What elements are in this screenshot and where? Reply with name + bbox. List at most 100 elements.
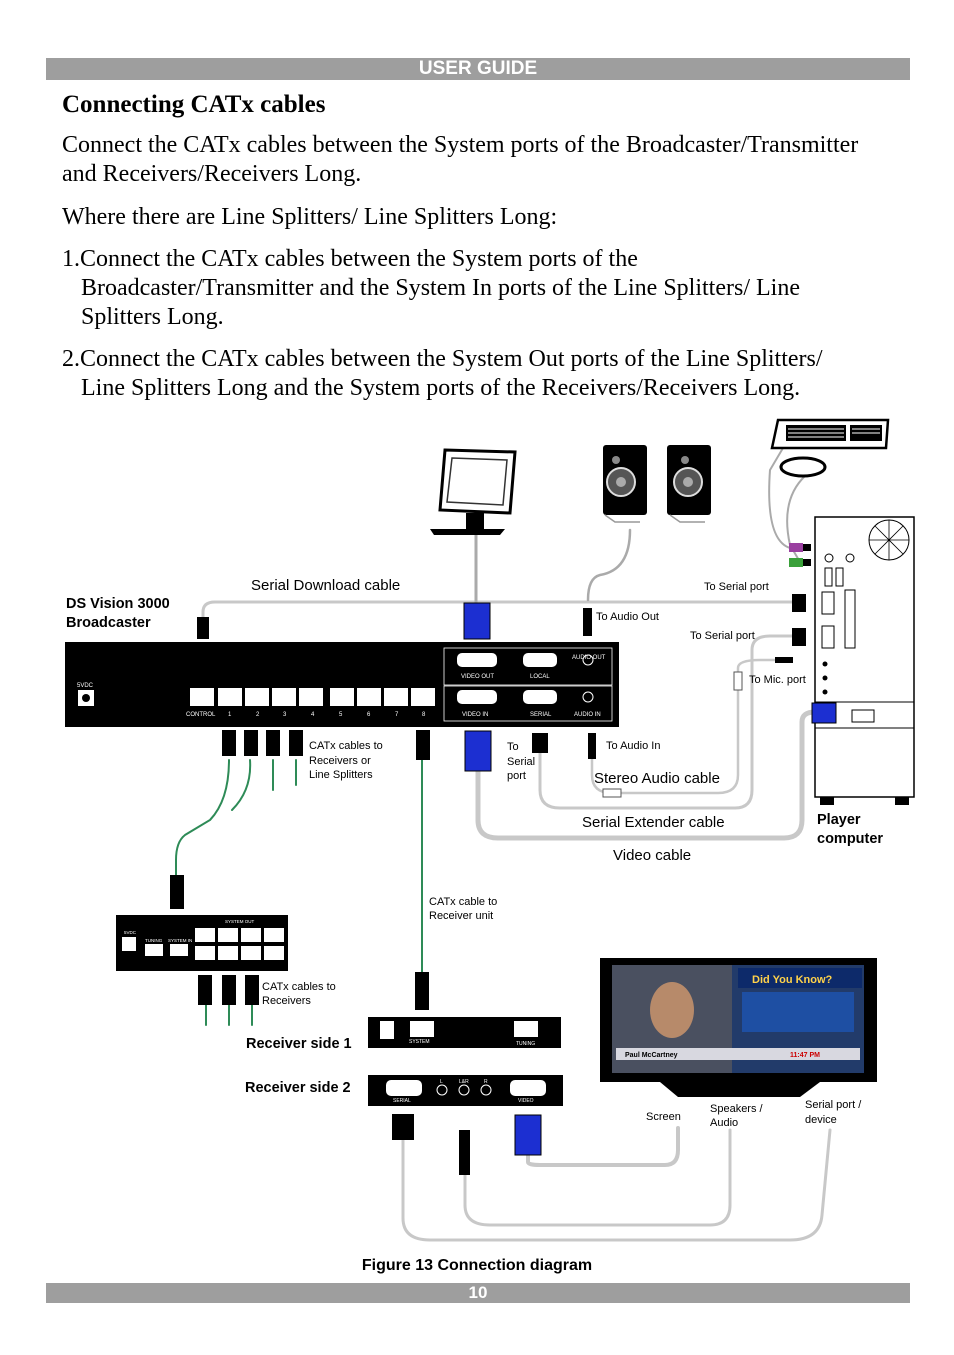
header-title: USER GUIDE: [418, 58, 538, 79]
tv-name: Paul McCartney: [625, 1052, 678, 1059]
label-audio-out: AUDIO OUT: [572, 655, 606, 661]
audio-plug-icon: [459, 1130, 470, 1175]
serial-download-label: Serial Download cable: [251, 577, 400, 594]
to-audio-out-label: To Audio Out: [596, 611, 659, 623]
receiver-side-1-unit: SYSTEM TUNING: [368, 1017, 561, 1048]
serial-download-plug: [197, 617, 209, 639]
catx-cable: [231, 759, 252, 811]
catx-cables-label: Receivers or: [309, 755, 371, 767]
vga-plug-icon: [514, 1114, 542, 1156]
serial-device-cable: [401, 1128, 832, 1242]
catx-port-row: [218, 688, 435, 706]
receiver-side-2-label: Receiver side 2: [245, 1080, 351, 1096]
keyboard-cable: [768, 447, 791, 549]
broadcaster-label: Broadcaster: [66, 615, 151, 631]
label-tuning: TUNING: [145, 938, 163, 943]
tv-screen-icon: Did You Know? Paul McCartney 11:47 PM: [600, 958, 877, 1097]
speakers-label: Speakers /: [710, 1103, 764, 1115]
receiver-side-1-label: Receiver side 1: [246, 1036, 352, 1052]
connectors: [170, 602, 743, 1175]
catx-to-receivers-label: Receivers: [262, 995, 311, 1007]
label-system: SYSTEM: [409, 1039, 430, 1045]
port-number: 6: [367, 712, 371, 718]
serial-extender-cable: [538, 634, 794, 810]
label-video-in: VIDEO IN: [462, 712, 488, 718]
label-video-out: VIDEO OUT: [461, 674, 494, 680]
catx-receiver-unit-label: Receiver unit: [429, 910, 493, 922]
speaker-cable: [586, 528, 632, 602]
vga-plug-icon: [463, 602, 491, 640]
footer-bar: 10: [46, 1283, 910, 1303]
label-video: VIDEO: [518, 1098, 534, 1104]
label-serial: SERIAL: [530, 712, 552, 718]
catx-plug-icon: [222, 730, 236, 756]
broadcaster-label: DS Vision 3000: [66, 596, 170, 612]
catx-plug-icon: [416, 730, 430, 760]
label-system-in: SYSTEM IN: [168, 938, 192, 943]
serial-extender-label: Serial Extender cable: [582, 814, 725, 831]
audio-plug-icon: [588, 733, 596, 759]
label-serial: SERIAL: [393, 1098, 411, 1104]
label-control: CONTROL: [186, 712, 216, 718]
to-serial-label: port: [507, 770, 526, 782]
serial-device-label: Serial port /: [805, 1099, 862, 1111]
to-mic-port-label: To Mic. port: [749, 674, 806, 686]
page-number: 10: [468, 1283, 488, 1302]
audio-coupler-icon: [602, 788, 622, 798]
speakers-icon: [603, 445, 711, 523]
speakers-label: Audio: [710, 1117, 738, 1129]
audio-plug-icon: [583, 608, 592, 636]
catx-cables-label: Line Splitters: [309, 769, 373, 781]
broadcaster-unit: 5VDC CONTROL 1 2 3 4 5 6 7 8 VIDEO OUT L…: [65, 642, 619, 727]
to-serial-port-label: To Serial port: [704, 581, 769, 593]
label-r: R: [484, 1079, 488, 1085]
list-item-line: Splitters Long.: [81, 304, 224, 330]
mouse-icon: [779, 456, 827, 478]
label-local: LOCAL: [530, 674, 550, 680]
catx-plug-icon: [289, 730, 303, 756]
catx-cable-splitter: [175, 759, 230, 879]
list-item-line: 2.Connect the CATx cables between the Sy…: [62, 346, 823, 372]
label-tuning: TUNING: [516, 1041, 535, 1047]
paragraph-line: Where there are Line Splitters/ Line Spl…: [62, 204, 558, 230]
serial-device-label: device: [805, 1114, 837, 1126]
serial-plug-icon: [392, 1114, 414, 1140]
keyboard-icon: [770, 418, 890, 450]
figure-caption: Figure 13 Connection diagram: [361, 1257, 593, 1274]
tv-time: 11:47 PM: [790, 1052, 820, 1059]
label-audio-in: AUDIO IN: [574, 712, 601, 718]
catx-plug-icon: [266, 730, 280, 756]
catx-plug-icon: [198, 975, 212, 1005]
screen-label: Screen: [646, 1111, 681, 1123]
header-bar: USER GUIDE: [46, 58, 910, 80]
serial-download-cable: [201, 600, 794, 624]
tv-banner: Did You Know?: [752, 974, 833, 986]
cables: [175, 447, 832, 1242]
audio-plug-icon: [733, 671, 743, 691]
video-cable-label: Video cable: [613, 847, 691, 864]
player-computer-label: Player: [817, 812, 861, 828]
list-item-line: Broadcaster/Transmitter and the System I…: [81, 275, 800, 301]
paragraph-line: and Receivers/Receivers Long.: [62, 161, 362, 187]
port-number: 7: [395, 712, 399, 718]
serial-plug-icon: [532, 733, 548, 753]
port-number: 2: [256, 712, 260, 718]
catx-plug-icon: [245, 975, 259, 1005]
connection-diagram: 5VDC CONTROL 1 2 3 4 5 6 7 8 VIDEO OUT L…: [65, 418, 915, 1242]
to-serial-label: To: [507, 741, 519, 753]
receiver-side-2-unit: SERIAL L L&R R VIDEO: [368, 1075, 563, 1106]
port-number: 3: [283, 712, 287, 718]
catx-plug-icon: [170, 875, 184, 909]
catx-plug-icon: [415, 972, 429, 1010]
audio-cable: [463, 1128, 732, 1227]
player-computer-icon: [775, 516, 915, 805]
catx-plug-icon: [244, 730, 258, 756]
port-number: 8: [422, 712, 426, 718]
catx-receiver-unit-label: CATx cable to: [429, 896, 497, 908]
list-item-line: Line Splitters Long and the System ports…: [81, 375, 801, 401]
catx-cables-label: CATx cables to: [309, 740, 383, 752]
to-serial-label: Serial: [507, 756, 535, 768]
catx-to-receivers-label: CATx cables to: [262, 981, 336, 993]
to-audio-in-label: To Audio In: [606, 740, 660, 752]
label-5vdc: 5VDC: [77, 683, 94, 689]
